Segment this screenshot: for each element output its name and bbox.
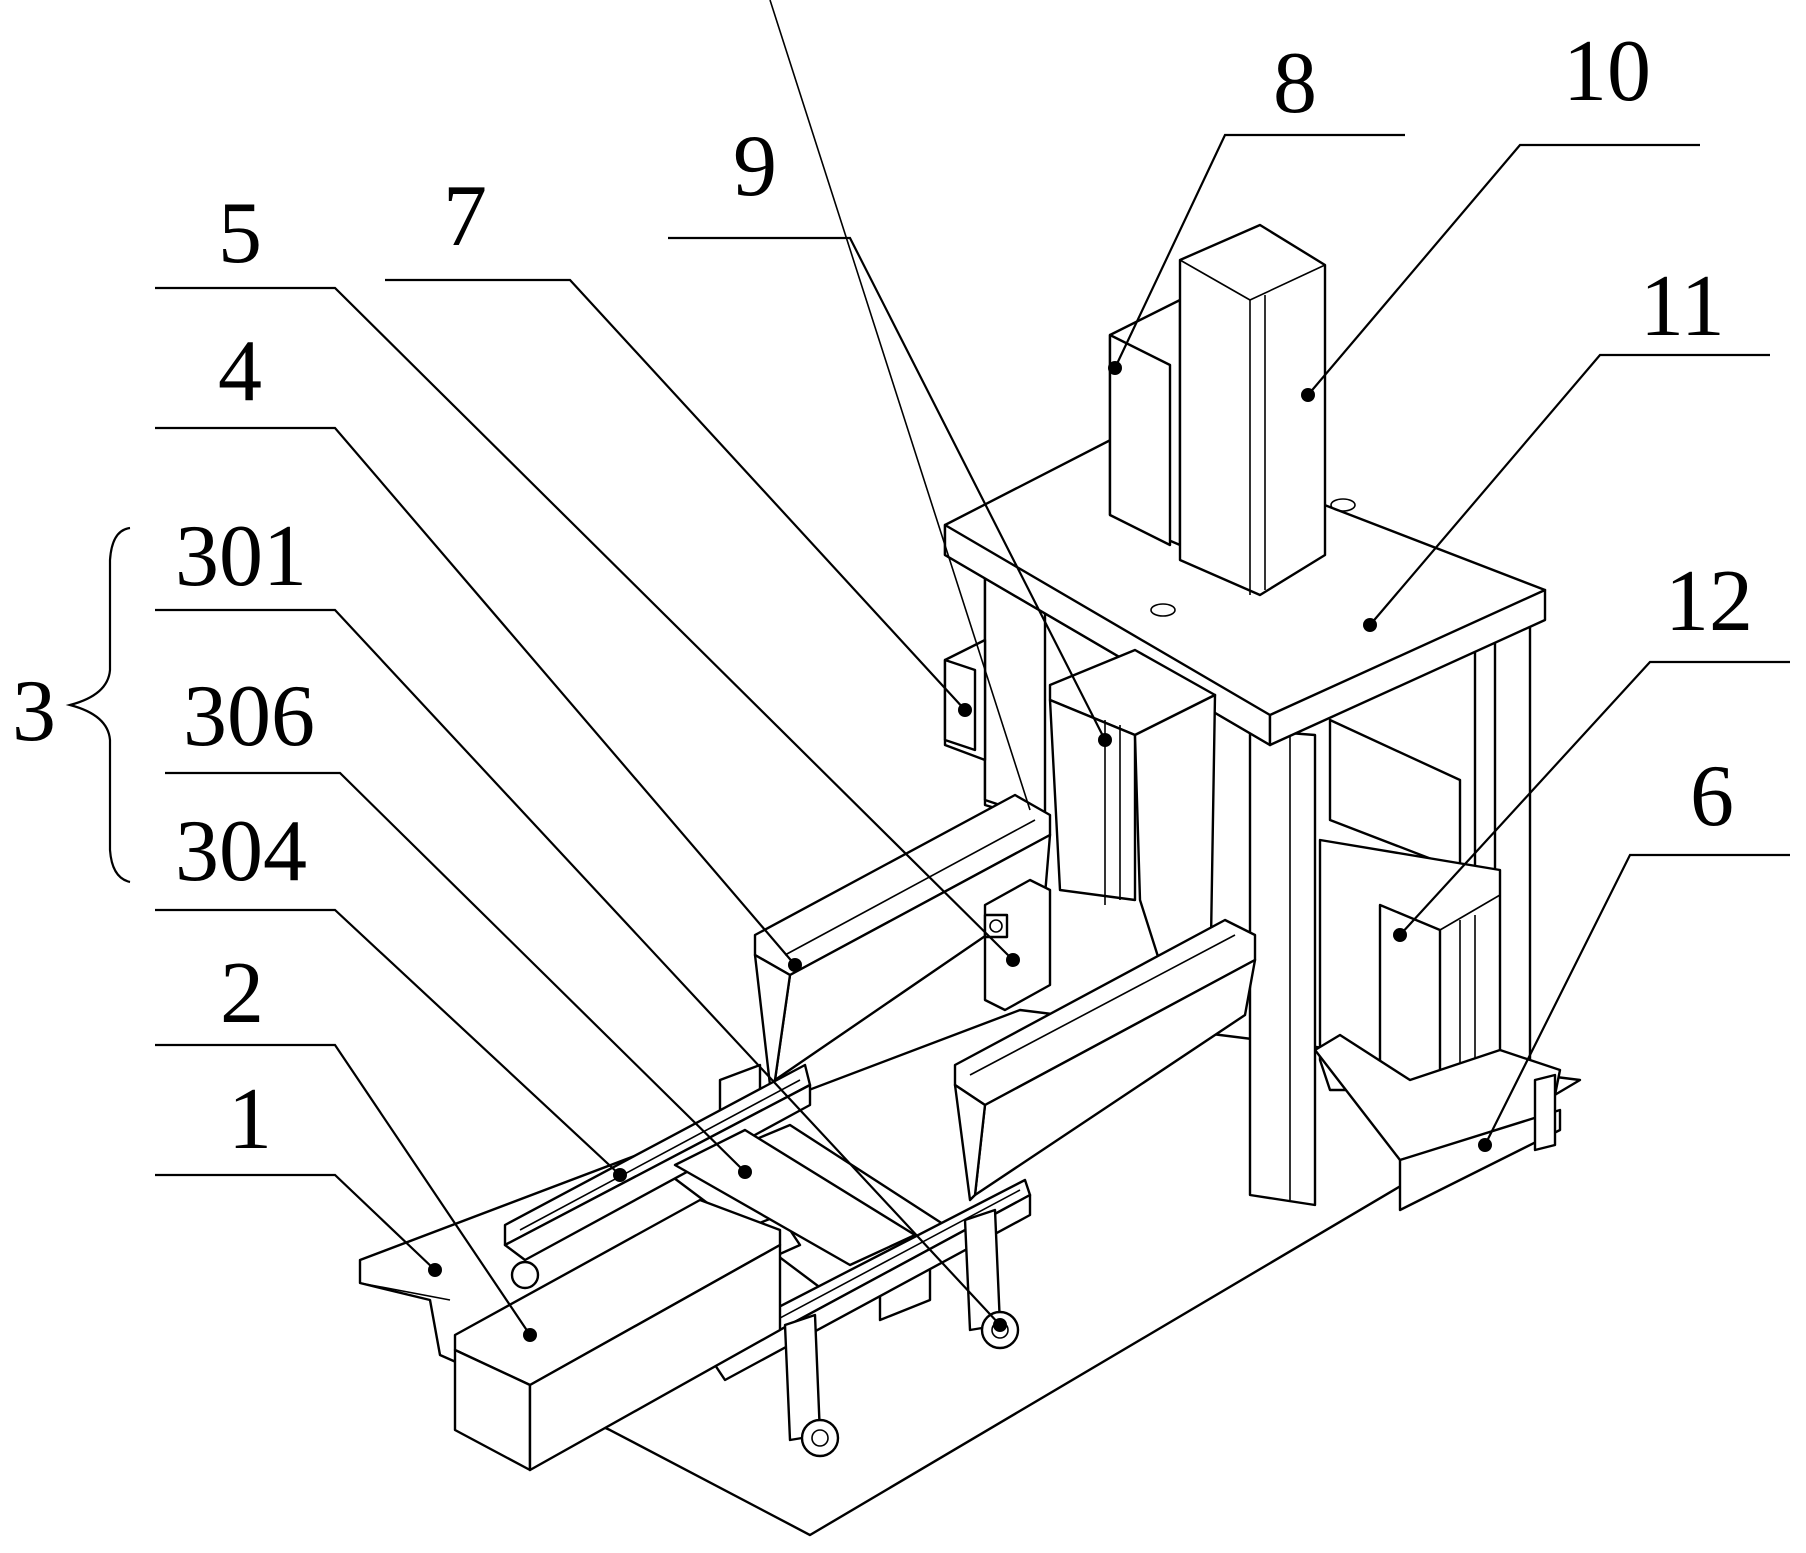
left-rail — [503, 1063, 812, 1290]
pusher-box — [453, 1198, 782, 1472]
callout-8: 8 — [1273, 35, 1317, 132]
callout-12: 12 — [1665, 553, 1753, 650]
callout-306: 306 — [183, 668, 315, 765]
group-brace — [65, 526, 131, 884]
callout-4: 4 — [218, 323, 262, 420]
lower-feed-tray — [953, 918, 1257, 1202]
motor-housing — [1108, 298, 1182, 547]
leader-lines — [155, 133, 1790, 1336]
upper-feed-tray — [753, 0, 1052, 1087]
callout-5: 5 — [218, 185, 262, 282]
callout-3: 3 — [12, 663, 56, 760]
callout-9: 9 — [733, 118, 777, 215]
cylinder-column — [1178, 223, 1327, 597]
callout-11: 11 — [1640, 258, 1725, 355]
leader-dots — [428, 361, 1492, 1342]
callout-2: 2 — [220, 945, 264, 1042]
callout-6: 6 — [1690, 748, 1734, 845]
callout-labels: 8 10 9 7 5 11 4 301 12 3 306 6 304 2 1 — [12, 23, 1753, 1168]
callout-10: 10 — [1563, 23, 1651, 120]
callout-304: 304 — [175, 803, 307, 900]
callout-1: 1 — [228, 1071, 272, 1168]
column-frame — [983, 568, 1562, 1212]
callout-301: 301 — [175, 508, 307, 605]
wheel-leg-front — [783, 1313, 840, 1458]
press-head — [1048, 648, 1217, 1012]
side-bracket — [943, 638, 987, 762]
sensor-block — [983, 878, 1052, 1012]
callout-7: 7 — [443, 168, 487, 265]
